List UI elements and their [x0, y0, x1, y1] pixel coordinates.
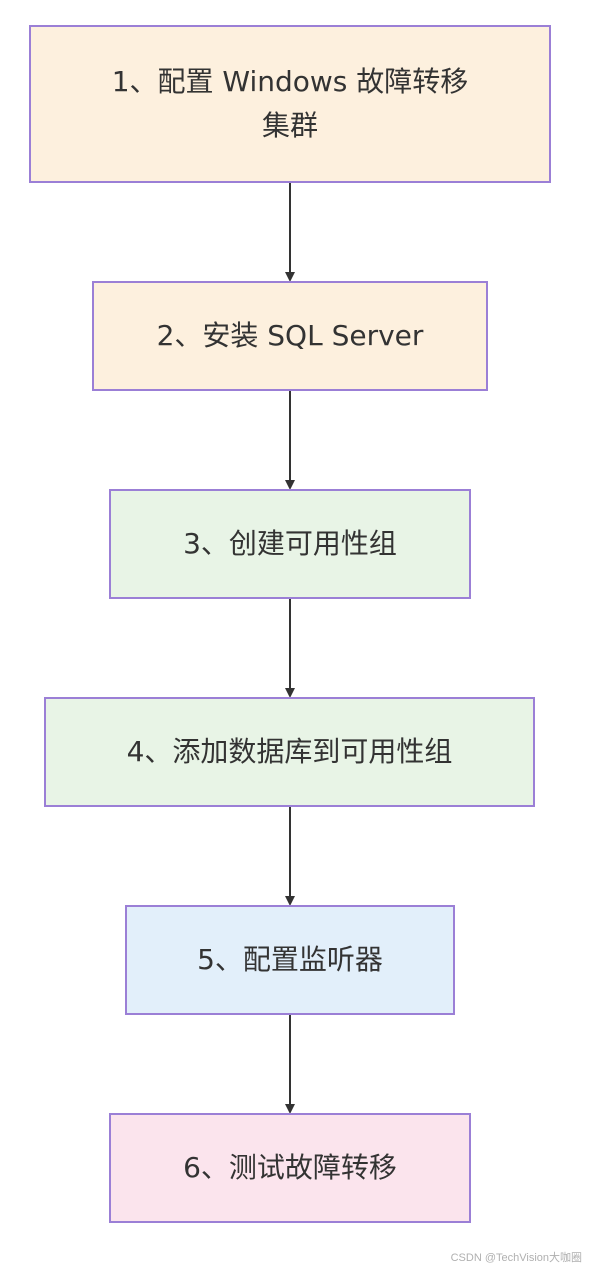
step-2-install-sql-server: 2、安装 SQL Server	[92, 281, 488, 391]
step-4-label: 4、添加数据库到可用性组	[126, 735, 453, 768]
step-3-label: 3、创建可用性组	[183, 527, 397, 560]
watermark: CSDN @TechVision大咖圈	[450, 1252, 582, 1264]
step-2-label: 2、安装 SQL Server	[156, 319, 424, 352]
step-6-label: 6、测试故障转移	[183, 1151, 397, 1184]
step-5-label: 5、配置监听器	[197, 943, 383, 976]
step-1-label: 1、配置 Windows 故障转移 集群	[111, 65, 469, 142]
step-1-configure-cluster: 1、配置 Windows 故障转移 集群	[29, 25, 551, 183]
step-6-test-failover: 6、测试故障转移	[109, 1113, 471, 1223]
step-5-configure-listener: 5、配置监听器	[125, 905, 455, 1015]
step-4-add-database: 4、添加数据库到可用性组	[44, 697, 535, 807]
step-3-create-availability-group: 3、创建可用性组	[109, 489, 471, 599]
